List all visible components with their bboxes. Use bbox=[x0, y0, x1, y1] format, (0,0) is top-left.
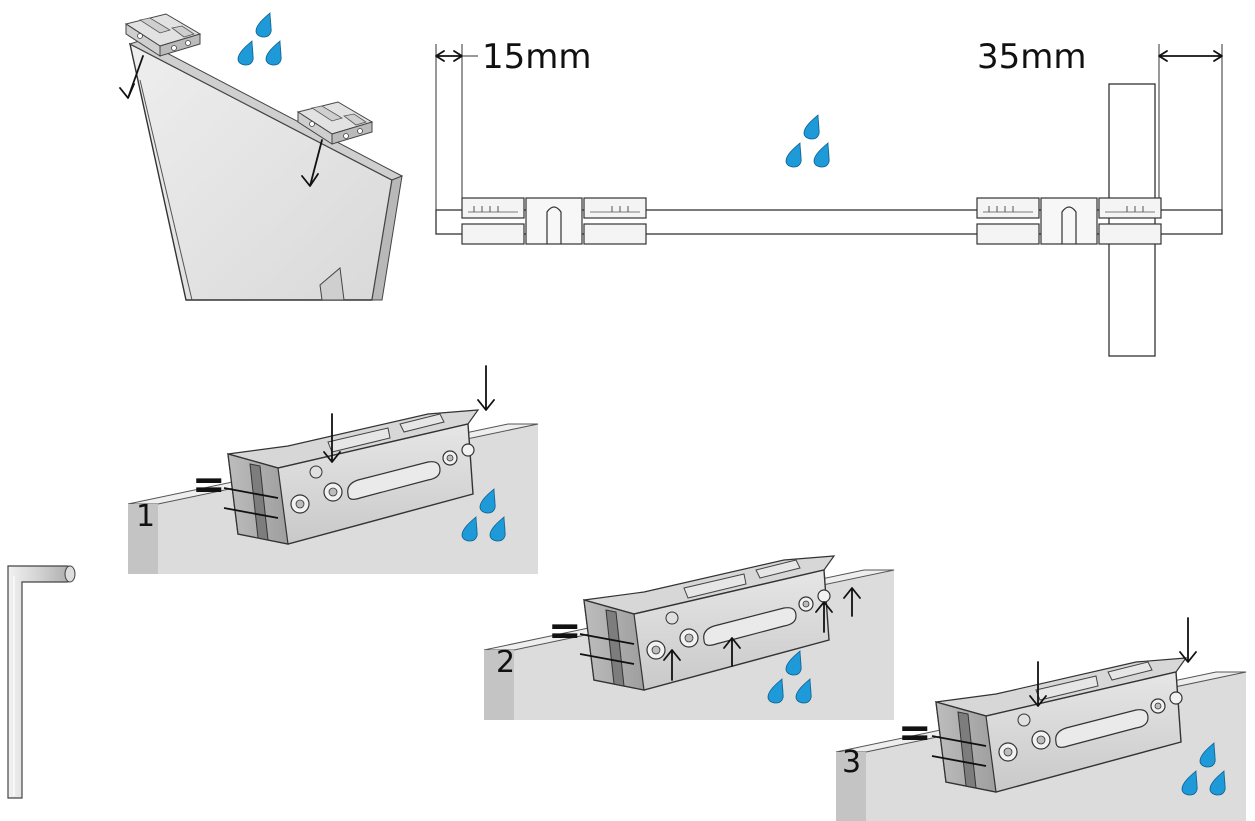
dimension-right-label: 35mm bbox=[977, 37, 1087, 77]
dimension-arrow bbox=[1158, 50, 1223, 62]
arrow-icon bbox=[723, 637, 741, 667]
equals-sign: = bbox=[192, 462, 226, 508]
equals-sign: = bbox=[898, 710, 932, 756]
step-number: 1 bbox=[136, 499, 155, 534]
arrow-icon bbox=[1029, 661, 1047, 707]
equals-sign: = bbox=[548, 608, 582, 654]
step-number: 3 bbox=[842, 745, 861, 780]
water-drops-icon bbox=[238, 13, 281, 65]
arrow-icon bbox=[815, 601, 833, 633]
step-2-figure bbox=[483, 555, 895, 721]
arrow-icon bbox=[119, 55, 144, 99]
arrow-icon bbox=[477, 365, 495, 411]
step-3-figure bbox=[835, 617, 1247, 821]
dimension-left-label: 15mm bbox=[482, 37, 592, 77]
arrow-icon bbox=[843, 587, 861, 617]
arrow-icon bbox=[323, 413, 341, 463]
hex-key-icon bbox=[7, 565, 76, 799]
water-drops-icon bbox=[786, 115, 829, 167]
step-number: 2 bbox=[496, 645, 515, 680]
arrow-icon bbox=[1179, 617, 1197, 663]
arrow-icon bbox=[663, 649, 681, 681]
step-1-figure bbox=[127, 365, 539, 575]
dimension-drawing: 15mm 35mm bbox=[435, 37, 1223, 357]
tilted-glass-figure bbox=[119, 13, 404, 301]
dimension-arrow bbox=[435, 50, 463, 62]
arrow-icon bbox=[301, 139, 323, 187]
